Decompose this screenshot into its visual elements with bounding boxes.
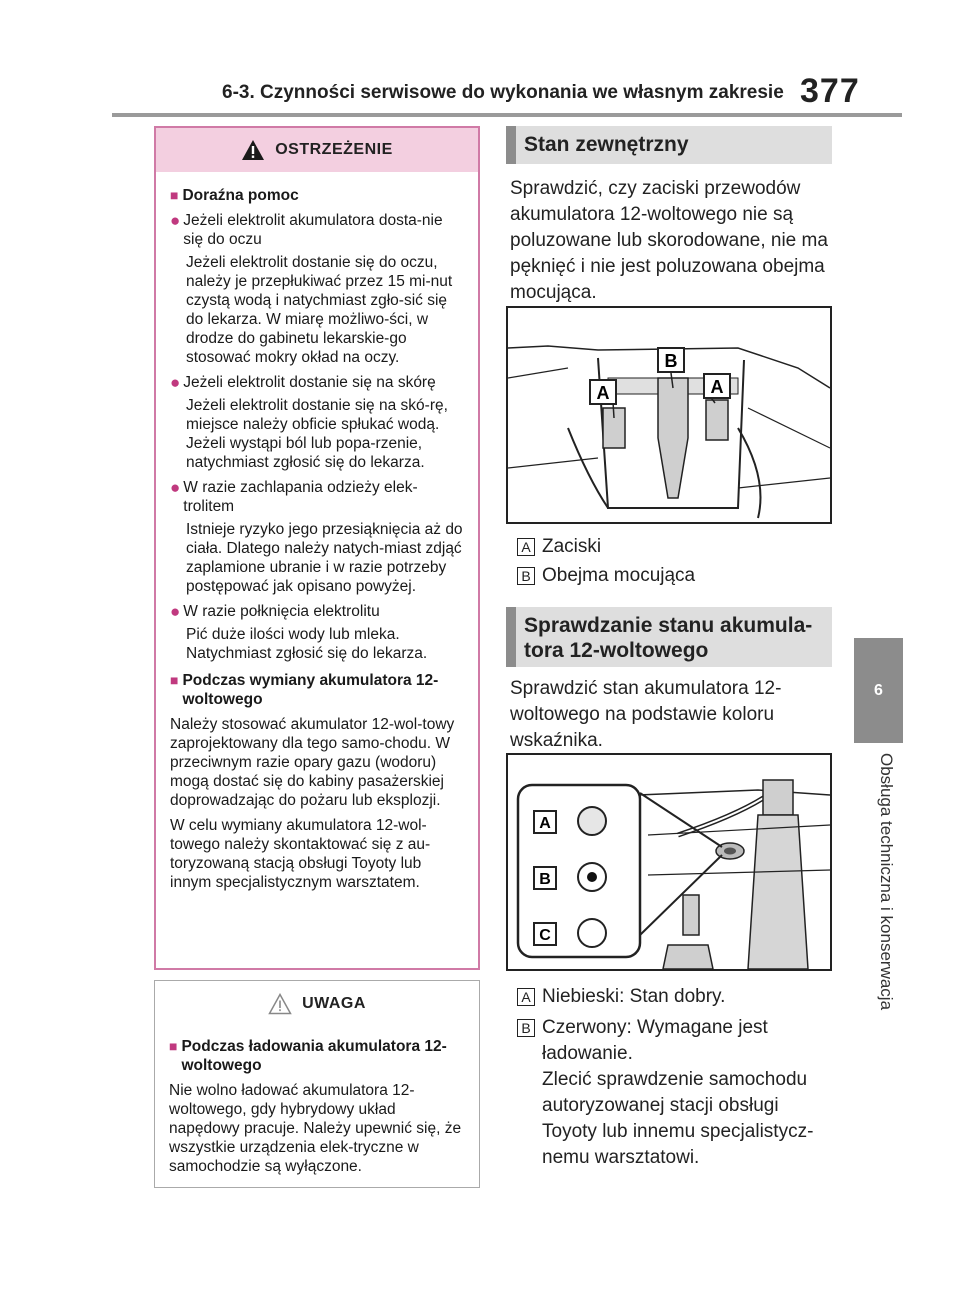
notice-title: UWAGA — [302, 995, 366, 1012]
warning-title: OSTRZEŻENIE — [275, 141, 393, 158]
list-item: ● Jeżeli elektrolit dostanie się na skór… — [170, 373, 436, 392]
figure-label-a: A — [711, 377, 724, 397]
list-item-text: Jeżeli elektrolit dostanie się do oczu, … — [186, 254, 453, 366]
legend-item: B Obejma mocująca — [517, 563, 847, 589]
chapter-label: Obsługa techniczna i konserwacja — [877, 753, 896, 1011]
notice-section-title: ■ Podczas ładowania akumulatora 12-wolto… — [169, 1038, 447, 1074]
figure-label-b: B — [539, 871, 551, 888]
circle-bullet-icon: ● — [170, 602, 181, 621]
warning-triangle-icon — [242, 140, 265, 160]
legend-text: Czerwony: Wymagane jest ładowanie. — [542, 1017, 768, 1064]
legend-item: A Zaciski — [517, 534, 847, 560]
legend-key: A — [517, 988, 535, 1006]
battery-terminals-illustration: A B A — [508, 308, 830, 522]
legend-text: Obejma mocująca — [542, 565, 696, 586]
page-number: 377 — [800, 72, 860, 110]
legend-key: B — [517, 1019, 535, 1037]
list-item: ● Jeżeli elektrolit akumulatora dosta-ni… — [170, 211, 443, 248]
section-text: Sprawdzić, czy zaciski przewodów akumula… — [510, 178, 828, 303]
circle-bullet-icon: ● — [170, 478, 181, 497]
warning-header: OSTRZEŻENIE — [156, 128, 478, 172]
legend-subtext: Zlecić sprawdzenie samochodu autoryzowan… — [542, 1069, 814, 1168]
legend-item: B Czerwony: Wymagane jest ładowanie. Zle… — [517, 1015, 847, 1171]
notice-box: UWAGA ■ Podczas ładowania akumulatora 12… — [154, 980, 480, 1188]
section-title-battery-check: Sprawdzanie stanu akumula-tora 12-woltow… — [506, 607, 832, 667]
figure-label-a: A — [597, 383, 610, 403]
list-item-text: Istnieje ryzyko jego przesiąknięcia aż d… — [186, 521, 463, 595]
legend-text: Niebieski: Stan dobry. — [542, 986, 726, 1007]
battery-terminals-figure: A B A — [506, 306, 832, 524]
running-header: 6-3. Czynności serwisowe do wykonania we… — [222, 82, 784, 103]
warning-paragraph: W celu wymiany akumulatora 12-wol-towego… — [170, 817, 431, 891]
chapter-tab: 6 — [854, 638, 903, 743]
figure-label-c: C — [539, 927, 551, 944]
header-rule — [112, 113, 902, 117]
legend-key: B — [517, 567, 535, 585]
legend-text: Zaciski — [542, 536, 602, 557]
warning-box: OSTRZEŻENIE ■ Doraźna pomoc ● Jeżeli ele… — [154, 126, 480, 970]
list-item-text: Pić duże ilości wody lub mleka. Natychmi… — [186, 626, 428, 662]
square-bullet-icon: ■ — [170, 672, 179, 688]
circle-bullet-icon: ● — [170, 373, 181, 392]
figure-label-b: B — [665, 351, 678, 371]
list-item: ● W razie zachlapania odzieży elek-troli… — [170, 478, 418, 515]
list-item-text: Jeżeli elektrolit dostanie się na skó-rę… — [186, 397, 448, 471]
circle-bullet-icon: ● — [170, 211, 181, 230]
battery-indicator-figure: A B C — [506, 753, 832, 971]
square-bullet-icon: ■ — [170, 187, 179, 203]
legend-key: A — [517, 538, 535, 556]
caution-outline-icon — [268, 993, 292, 1015]
notice-paragraph: Nie wolno ładować akumulatora 12-woltowe… — [169, 1082, 462, 1175]
legend-item: A Niebieski: Stan dobry. — [517, 984, 847, 1010]
section-text: Sprawdzić stan akumulatora 12-woltowego … — [510, 678, 782, 751]
warning-section-title: ■ Podczas wymiany akumulatora 12-woltowe… — [170, 672, 439, 708]
battery-indicator-illustration: A B C — [508, 755, 830, 969]
square-bullet-icon: ■ — [169, 1038, 178, 1054]
warning-paragraph: Należy stosować akumulator 12-wol-towy z… — [170, 716, 455, 809]
notice-header: UWAGA — [155, 981, 479, 1027]
section-title-external-condition: Stan zewnętrzny — [506, 126, 832, 164]
warning-section-title: ■ Doraźna pomoc — [170, 187, 299, 204]
list-item: ● W razie połknięcia elektrolitu — [170, 602, 380, 621]
figure-label-a: A — [539, 815, 551, 832]
